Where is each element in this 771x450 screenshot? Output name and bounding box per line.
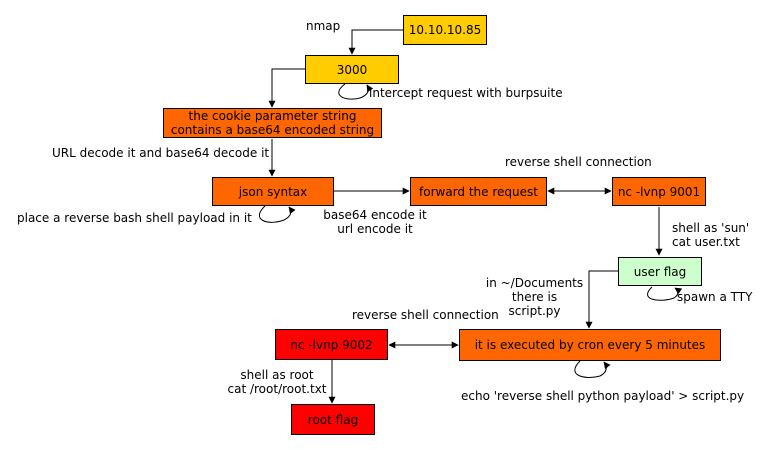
node-cron: it is executed by cron every 5 minutes: [459, 329, 721, 361]
label-tty: spawn a TTY: [677, 290, 753, 304]
loop-port: [338, 83, 374, 100]
loop-cron: [574, 360, 611, 378]
label-documents: in ~/Documents there is script.py: [485, 276, 584, 318]
label-encode: base64 encode it url encode it: [323, 208, 427, 236]
node-port: 3000: [305, 55, 399, 84]
node-cookie: the cookie parameter string contains a b…: [163, 108, 382, 138]
node-json: json syntax: [212, 177, 334, 206]
edge-ip-to-port: [348, 29, 403, 55]
label-revshell-1: reverse shell connection: [505, 155, 652, 169]
node-nc9002: nc -lvnp 9002: [275, 329, 388, 360]
label-shell-root: shell as root cat /root/root.txt: [227, 368, 327, 396]
label-revshell-2: reverse shell connection: [352, 308, 499, 322]
node-forward: forward the request: [410, 177, 547, 206]
label-payload: place a reverse bash shell payload in it: [17, 211, 252, 225]
label-shell-sun: shell as 'sun' cat user.txt: [672, 221, 750, 249]
label-nmap: nmap: [306, 19, 341, 33]
loop-json: [258, 205, 296, 223]
edge-userflag-to-cron: [585, 270, 618, 329]
label-intercept: intercept request with burpsuite: [369, 86, 563, 100]
node-rootflag: root flag: [291, 404, 375, 435]
edge-port-to-cookie: [268, 68, 305, 108]
node-nc9001: nc -lvnp 9001: [612, 177, 706, 206]
label-echo: echo 'reverse shell python payload' > sc…: [461, 389, 745, 403]
node-userflag: user flag: [618, 257, 702, 286]
loop-userflag: [647, 286, 683, 301]
node-ip: 10.10.10.85: [403, 15, 487, 45]
label-decode: URL decode it and base64 decode it: [52, 146, 270, 160]
